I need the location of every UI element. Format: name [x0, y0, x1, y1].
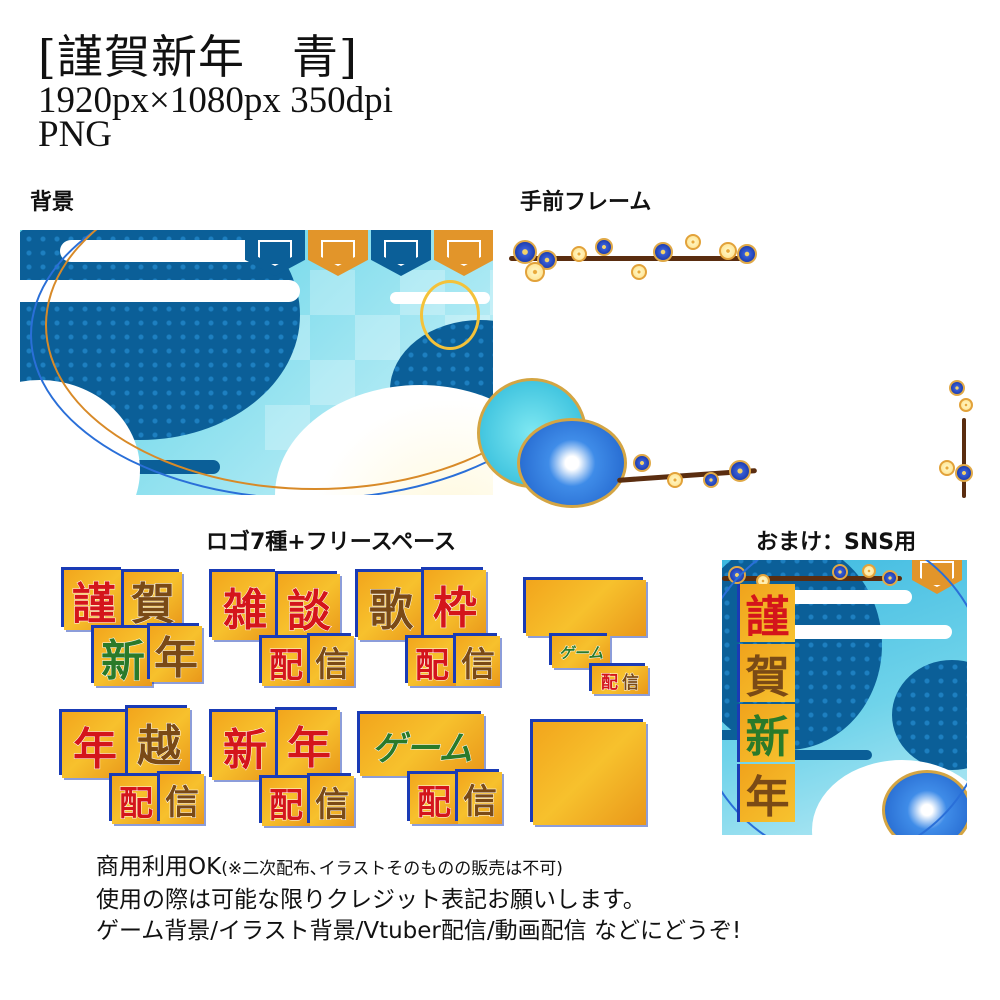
- plum-blossom-icon: [685, 234, 701, 250]
- frame-label: 手前フレーム: [520, 190, 652, 215]
- plum-blossom-icon: [653, 242, 673, 262]
- blank-tile: [533, 722, 646, 825]
- page-title: [謹賀新年 青]: [38, 30, 358, 84]
- file-format: PNG: [38, 114, 113, 155]
- plum-blossom-icon: [667, 472, 683, 488]
- sns-logo-char: 年: [740, 764, 795, 823]
- usage-notes: 商用利用OK(※二次配布､イラストそのものの販売は不可) 使用の際は可能な限りク…: [96, 852, 741, 947]
- plum-blossom-icon: [633, 454, 651, 472]
- sns-preview: 謹 賀 新 年: [722, 560, 967, 835]
- plum-blossom-icon: [737, 244, 757, 264]
- resolution-spec: 1920px×1080px 350dpi: [38, 80, 393, 121]
- sns-logo-char: 新: [740, 704, 795, 763]
- plum-blossom-icon: [939, 460, 955, 476]
- frame-preview: [477, 228, 977, 508]
- peony-flower-icon: [517, 418, 627, 508]
- plum-blossom-icon: [631, 264, 647, 280]
- blank-tile: [526, 580, 646, 636]
- background-label: 背景: [30, 190, 75, 215]
- plum-blossom-icon: [729, 460, 751, 482]
- background-preview: [20, 230, 493, 495]
- plum-blossom-icon: [525, 262, 545, 282]
- plum-branch: [509, 256, 749, 261]
- plum-blossom-icon: [949, 380, 965, 396]
- sns-logo-char: 賀: [740, 644, 795, 703]
- plum-blossom-icon: [513, 240, 537, 264]
- sns-label: おまけ：SNS用: [756, 530, 917, 555]
- plum-blossom-icon: [595, 238, 613, 256]
- plum-blossom-icon: [719, 242, 737, 260]
- gold-knot: [420, 280, 480, 350]
- usage-line-1: 商用利用OK(※二次配布､イラストそのものの販売は不可): [96, 854, 563, 880]
- sns-logo-char: 謹: [740, 584, 795, 643]
- plum-blossom-icon: [571, 246, 587, 262]
- plum-blossom-icon: [703, 472, 719, 488]
- plum-blossom-icon: [959, 398, 973, 412]
- plum-blossom-icon: [955, 464, 973, 482]
- plum-branch: [962, 418, 966, 498]
- logos-label: ロゴ7種+フリースペース: [206, 530, 457, 555]
- usage-line-2: 使用の際は可能な限りクレジット表記お願いします。: [96, 887, 646, 913]
- usage-line-3: ゲーム背景/イラスト背景/Vtuber配信/動画配信 などにどうぞ!: [96, 918, 742, 944]
